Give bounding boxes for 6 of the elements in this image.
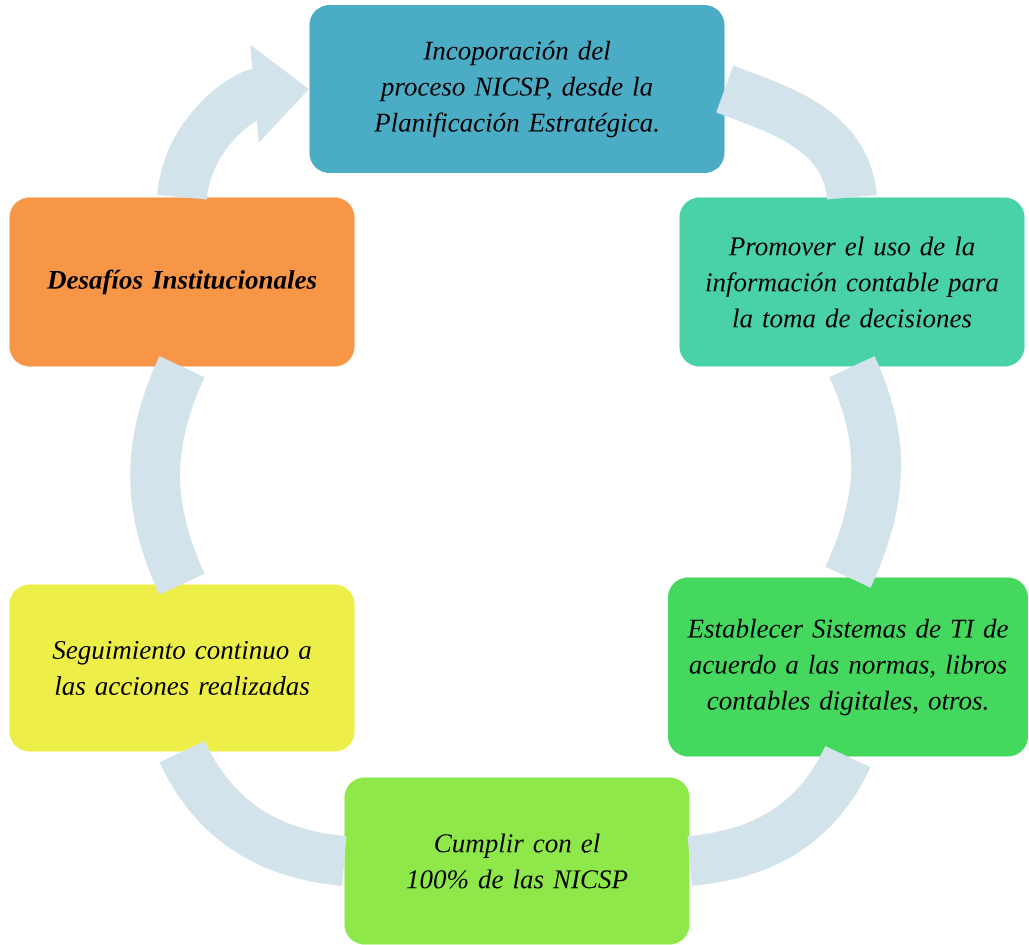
process-box: Desafíos Institucionales: [9, 197, 355, 367]
process-box: Cumplir con el 100% de las NICSP: [344, 777, 690, 945]
process-box: Promover el uso de la información contable para la toma de decisiones: [679, 197, 1025, 367]
process-box: Incoporación del proceso NICSP, desde la Planificación Estratégica.: [309, 5, 725, 173]
process-box: Establecer Sistemas de TI de acuerdo a las normas, libros contables digitales, otros.: [668, 577, 1028, 757]
process-box: Seguimiento continuo a las acciones realizadas: [9, 584, 355, 752]
